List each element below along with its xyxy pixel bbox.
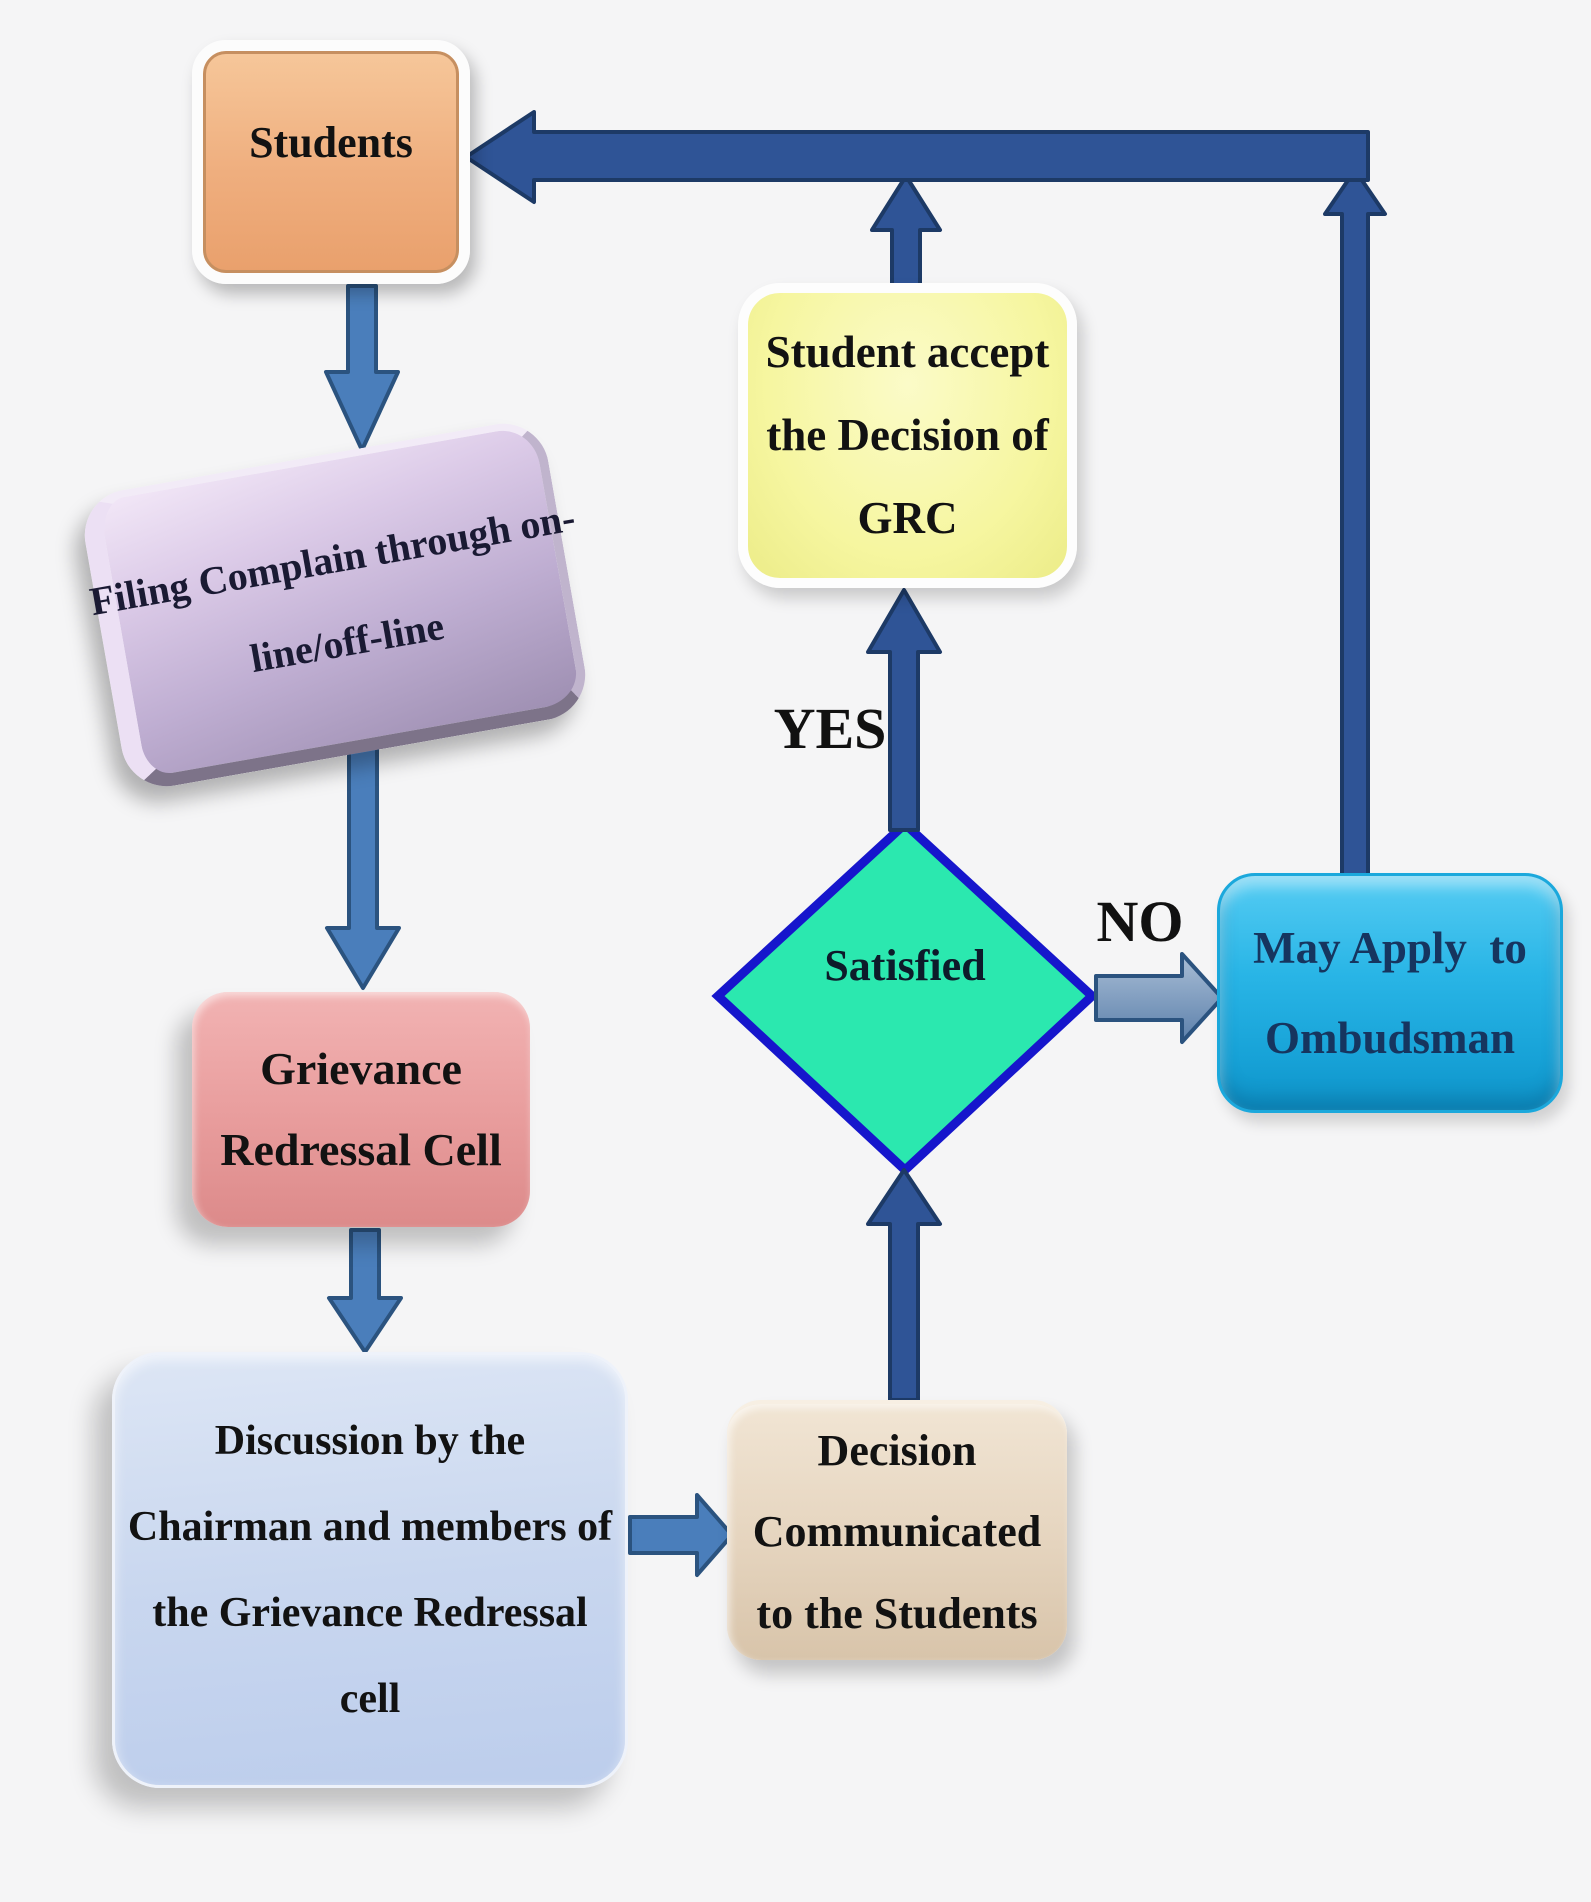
node-ombudsman-line-1: May Apply to <box>1253 923 1527 973</box>
arrow-filing-to-grievance <box>325 746 401 990</box>
arrow-decision-to-satisfied <box>866 1168 942 1402</box>
arrow-accept-to-return-line <box>870 174 942 298</box>
node-students: Students <box>192 40 470 284</box>
node-discussion-line-1: Discussion by the <box>214 1417 526 1464</box>
node-accept-line-2: the Decision of <box>766 409 1049 460</box>
edge-label-no: NO <box>1096 889 1184 954</box>
node-discussion-by-grc: Discussion by the Chairman and members o… <box>112 1352 628 1788</box>
node-grievance-line-2: Redressal Cell <box>220 1123 502 1175</box>
arrow-ombudsman-to-return-line <box>1323 168 1387 878</box>
node-decision-line-3: to the Students <box>756 1588 1038 1638</box>
decision-diamond <box>711 817 1099 1177</box>
node-grievance-line-1: Grievance <box>260 1043 462 1094</box>
arrow-return-line-to-students <box>464 110 1370 204</box>
node-discussion-line-4: cell <box>339 1676 401 1723</box>
arrow-grievance-to-discussion <box>327 1228 403 1354</box>
node-student-accept-grc: Student accept the Decision of GRC <box>738 283 1077 588</box>
node-students-label: Students <box>249 117 413 167</box>
node-accept-line-3: GRC <box>857 493 958 544</box>
node-decision-line-1: Decision <box>817 1425 977 1475</box>
node-grievance-redressal-cell: Grievance Redressal Cell <box>192 992 530 1227</box>
node-satisfied-label: Satisfied <box>824 941 986 990</box>
arrow-discussion-to-decision <box>628 1493 734 1577</box>
node-discussion-line-2: Chairman and members of <box>127 1503 613 1550</box>
node-decision-line-2: Communicated <box>752 1507 1042 1557</box>
arrow-students-to-filing <box>324 284 400 452</box>
node-ombudsman-line-2: Ombudsman <box>1264 1013 1516 1063</box>
node-accept-line-1: Student accept <box>765 326 1050 377</box>
edge-label-yes: YES <box>773 696 887 761</box>
node-decision-communicated: Decision Communicated to the Students <box>727 1400 1067 1660</box>
node-may-apply-ombudsman: May Apply to Ombudsman <box>1217 873 1563 1113</box>
arrow-satisfied-to-accept-yes <box>866 588 942 832</box>
arrow-satisfied-to-ombudsman-no <box>1094 952 1224 1044</box>
node-discussion-line-3: the Grievance Redressal <box>152 1590 588 1636</box>
